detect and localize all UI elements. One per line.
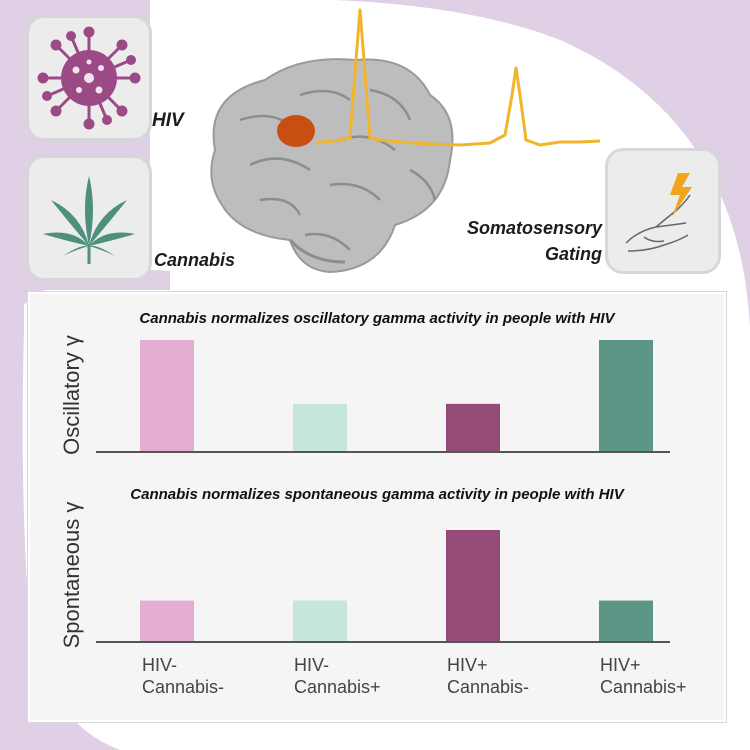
oscillatory-bar-2 [446, 403, 500, 452]
brain-illustration [210, 58, 454, 274]
oscillatory-bar-0 [140, 340, 194, 452]
somatosensory-tile [605, 148, 721, 274]
cannabis-leaf-icon [43, 176, 135, 264]
x-label-2-line1: HIV+ [447, 655, 488, 675]
x-label-0: HIV- Cannabis- [142, 654, 224, 698]
x-label-3: HIV+ Cannabis+ [600, 654, 687, 698]
x-label-3-line1: HIV+ [600, 655, 641, 675]
x-label-1: HIV- Cannabis+ [294, 654, 381, 698]
somatosensory-label-line1: Somatosensory [466, 218, 602, 238]
x-label-1-line1: HIV- [294, 655, 330, 675]
oscillatory-bar-1 [293, 403, 347, 452]
gamma-trace-line [315, 8, 601, 147]
somatosensory-label-line2: Gating [545, 244, 602, 264]
spontaneous-bar-1 [293, 600, 347, 642]
cannabis-label: Cannabis [154, 250, 236, 270]
hiv-tile [26, 15, 152, 141]
bar-charts [96, 340, 670, 643]
oscillatory-bar-3 [599, 340, 653, 452]
purple-right-arc [330, 0, 750, 330]
x-label-1-line2: Cannabis+ [294, 677, 381, 697]
chart-panel: Cannabis normalizes oscillatory gamma ac… [27, 291, 727, 723]
x-label-3-line2: Cannabis+ [600, 677, 687, 697]
spontaneous-bar-3 [599, 600, 653, 642]
spontaneous-chart-title: Cannabis normalizes spontaneous gamma ac… [130, 486, 624, 503]
spontaneous-bar-0 [140, 600, 194, 642]
cannabis-tile [26, 155, 152, 281]
activation-spot [277, 115, 315, 147]
hand-lightning-icon [625, 173, 692, 252]
spontaneous-bar-2 [446, 530, 500, 642]
x-label-0-line1: HIV- [142, 655, 178, 675]
hiv-label: HIV [152, 110, 184, 131]
oscillatory-chart-title: Cannabis normalizes oscillatory gamma ac… [139, 310, 615, 327]
x-label-2-line2: Cannabis- [447, 677, 530, 697]
x-label-0-line2: Cannabis- [142, 677, 225, 697]
virus-icon [37, 26, 141, 130]
x-label-2: HIV+ Cannabis- [447, 654, 529, 698]
